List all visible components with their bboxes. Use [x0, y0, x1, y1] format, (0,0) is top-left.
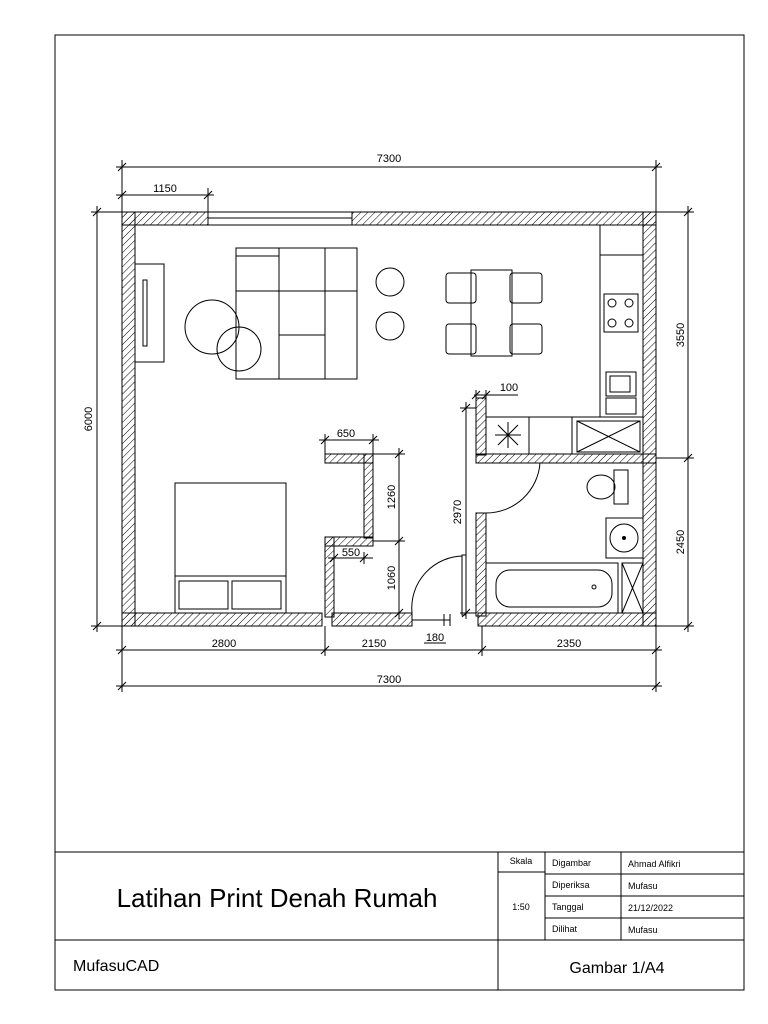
- dim-right-lower: 2450: [675, 530, 687, 554]
- checked-value: Mufasu: [628, 881, 658, 891]
- bathroom-sink: [605, 517, 644, 559]
- drawn-label: Digambar: [552, 858, 591, 868]
- bathtub: [485, 562, 644, 614]
- scale-label: Skala: [510, 856, 533, 866]
- date-value: 21/12/2022: [628, 903, 673, 913]
- dim-wardrobe-lower: 1060: [386, 566, 398, 590]
- stools: [375, 267, 405, 341]
- dim-bottom-right: 2350: [557, 638, 581, 650]
- dim-bath-height: 2970: [452, 500, 464, 524]
- seen-label: Dilihat: [552, 924, 578, 934]
- sheet-number: Gambar 1/A4: [569, 960, 664, 977]
- sheet-border: [54, 34, 745, 991]
- title-block: [55, 851, 744, 990]
- dim-door-180: 180: [426, 632, 444, 644]
- dim-top-window-offset: 1150: [153, 183, 177, 195]
- toilet: [586, 469, 629, 505]
- dim-wardrobe-upper: 1260: [386, 485, 398, 509]
- dimension-lines: [91, 160, 694, 692]
- dim-overall-left: 6000: [83, 407, 95, 431]
- seen-value: Mufasu: [628, 925, 658, 935]
- bathroom-door: [485, 462, 541, 514]
- rug: [184, 299, 262, 372]
- lower-counter: [485, 416, 644, 455]
- dim-bottom-mid: 2150: [362, 638, 386, 650]
- date-label: Tanggal: [552, 902, 584, 912]
- bed: [174, 482, 287, 614]
- top-window: [208, 211, 352, 226]
- kitchen-counter: [599, 224, 644, 418]
- scale-value: 1:50: [512, 902, 530, 912]
- company-name: MufasuCAD: [73, 958, 159, 975]
- dim-closet-width: 550: [342, 547, 360, 559]
- dim-overall-top: 7300: [377, 153, 401, 165]
- dim-wall-100: 100: [500, 382, 518, 394]
- checked-label: Diperiksa: [552, 880, 590, 890]
- drawn-value: Ahmad Alfikri: [628, 859, 681, 869]
- dim-right-upper: 3550: [675, 323, 687, 347]
- drawing-title: Latihan Print Denah Rumah: [117, 883, 438, 913]
- dim-bottom-left: 2800: [212, 638, 236, 650]
- walls: [121, 211, 657, 627]
- dining-table: [445, 269, 543, 357]
- entrance-door: [411, 554, 467, 616]
- dim-overall-bottom: 7300: [377, 674, 401, 686]
- dim-wardrobe-width: 650: [337, 428, 355, 440]
- tv-cabinet: [134, 263, 165, 363]
- sofa: [235, 247, 358, 380]
